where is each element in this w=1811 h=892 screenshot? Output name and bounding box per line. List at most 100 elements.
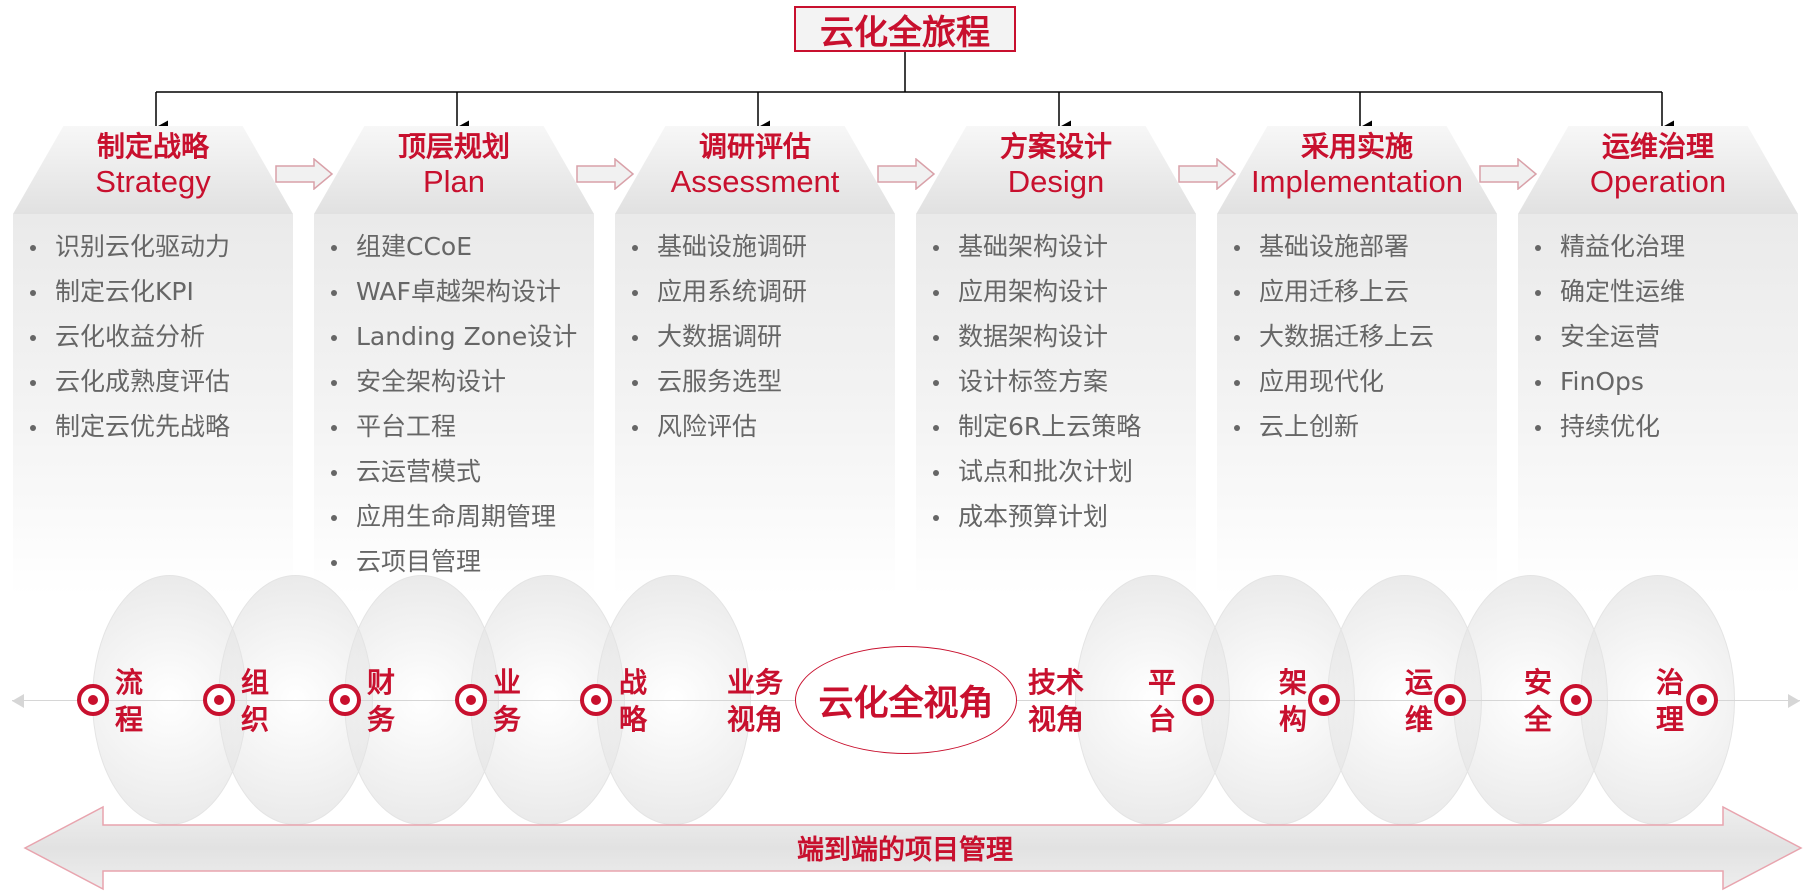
stage-title: 采用实施 bbox=[1300, 130, 1413, 163]
stage-header-bg bbox=[13, 126, 293, 214]
stage-item: FinOps bbox=[1518, 365, 1685, 410]
target-marker-icon bbox=[1560, 684, 1592, 716]
target-marker-icon bbox=[1308, 684, 1340, 716]
stage-body: 识别云化驱动力 制定云化KPI 云化收益分析 云化成熟度评估 制定云优先战略 bbox=[13, 214, 293, 596]
stage-item: 持续优化 bbox=[1518, 410, 1685, 455]
stage-header-bg bbox=[1217, 126, 1497, 214]
business-view-label: 战略 bbox=[618, 666, 647, 736]
stage-item: Landing Zone设计 bbox=[314, 320, 577, 365]
technical-view-label: 架构 bbox=[1278, 666, 1307, 736]
technical-perspective-label: 技术视角 bbox=[1027, 666, 1084, 736]
business-perspective-label: 业务视角 bbox=[726, 666, 783, 736]
stage-title: 调研评估 bbox=[698, 130, 811, 163]
stage-column-implementation: 采用实施 Implementation 基础设施部署 应用迁移上云 大数据迁移上… bbox=[1217, 126, 1497, 596]
flow-arrow-icon bbox=[1178, 158, 1237, 190]
stage-item: 基础设施调研 bbox=[615, 230, 807, 275]
stage-body: 基础架构设计 应用架构设计 数据架构设计 设计标签方案 制定6R上云策略 试点和… bbox=[916, 214, 1196, 596]
stage-subtitle: Strategy bbox=[95, 164, 211, 199]
stage-item: 识别云化驱动力 bbox=[13, 230, 230, 275]
stage-column-plan: 顶层规划 Plan 组建CCoE WAF卓越架构设计 Landing Zone设… bbox=[314, 126, 594, 596]
stage-item-list: 识别云化驱动力 制定云化KPI 云化收益分析 云化成熟度评估 制定云优先战略 bbox=[13, 230, 230, 455]
stage-body: 基础设施调研 应用系统调研 大数据调研 云服务选型 风险评估 bbox=[615, 214, 895, 596]
stage-item: 制定6R上云策略 bbox=[916, 410, 1141, 455]
stage-item: 制定云化KPI bbox=[13, 275, 230, 320]
stage-item: 大数据调研 bbox=[615, 320, 807, 365]
business-view-label: 流程 bbox=[114, 666, 143, 736]
stage-item-list: 组建CCoE WAF卓越架构设计 Landing Zone设计 安全架构设计 平… bbox=[314, 230, 577, 590]
stage-item: 应用现代化 bbox=[1217, 365, 1434, 410]
stage-title: 顶层规划 bbox=[397, 130, 510, 163]
stage-item: 确定性运维 bbox=[1518, 275, 1685, 320]
stage-item-list: 基础设施调研 应用系统调研 大数据调研 云服务选型 风险评估 bbox=[615, 230, 807, 455]
stage-item-list: 精益化治理 确定性运维 安全运营 FinOps 持续优化 bbox=[1518, 230, 1685, 455]
stage-body: 组建CCoE WAF卓越架构设计 Landing Zone设计 安全架构设计 平… bbox=[314, 214, 594, 596]
stage-item: 安全架构设计 bbox=[314, 365, 577, 410]
target-marker-icon bbox=[77, 684, 109, 716]
stage-item: 数据架构设计 bbox=[916, 320, 1141, 365]
stage-item: 设计标签方案 bbox=[916, 365, 1141, 410]
target-marker-icon bbox=[1434, 684, 1466, 716]
flow-arrow-icon bbox=[1479, 158, 1538, 190]
stage-item: 云运营模式 bbox=[314, 455, 577, 500]
target-marker-icon bbox=[580, 684, 612, 716]
stage-item: 基础设施部署 bbox=[1217, 230, 1434, 275]
stage-item: 安全运营 bbox=[1518, 320, 1685, 365]
stage-item: 组建CCoE bbox=[314, 230, 577, 275]
technical-view-label: 治理 bbox=[1655, 666, 1684, 736]
stage-column-assessment: 调研评估 Assessment 基础设施调研 应用系统调研 大数据调研 云服务选… bbox=[615, 126, 895, 596]
double-arrow-icon bbox=[23, 805, 1803, 891]
stage-column-design: 方案设计 Design 基础架构设计 应用架构设计 数据架构设计 设计标签方案 … bbox=[916, 126, 1196, 596]
stage-subtitle: Operation bbox=[1589, 164, 1727, 199]
stage-item: 大数据迁移上云 bbox=[1217, 320, 1434, 365]
business-view-label: 财务 bbox=[366, 666, 395, 736]
stage-column-strategy: 制定战略 Strategy 识别云化驱动力 制定云化KPI 云化收益分析 云化成… bbox=[13, 126, 293, 596]
stage-title: 方案设计 bbox=[999, 130, 1112, 163]
center-perspective: 云化全视角 bbox=[795, 646, 1017, 754]
target-marker-icon bbox=[329, 684, 361, 716]
stage-header-bg bbox=[1518, 126, 1798, 214]
stage-header-bg bbox=[314, 126, 594, 214]
technical-view-label: 平台 bbox=[1147, 666, 1176, 736]
stage-item: 成本预算计划 bbox=[916, 500, 1141, 545]
stage-subtitle: Plan bbox=[422, 164, 486, 199]
stage-item: WAF卓越架构设计 bbox=[314, 275, 577, 320]
stage-body: 基础设施部署 应用迁移上云 大数据迁移上云 应用现代化 云上创新 bbox=[1217, 214, 1497, 596]
stage-item: 基础架构设计 bbox=[916, 230, 1141, 275]
target-marker-icon bbox=[1182, 684, 1214, 716]
business-view-label: 业务 bbox=[492, 666, 521, 736]
stage-item: 应用生命周期管理 bbox=[314, 500, 577, 545]
target-marker-icon bbox=[203, 684, 235, 716]
business-view-label: 组织 bbox=[240, 666, 269, 736]
stage-item-list: 基础设施部署 应用迁移上云 大数据迁移上云 应用现代化 云上创新 bbox=[1217, 230, 1434, 455]
flow-arrow-icon bbox=[877, 158, 936, 190]
axis-arrowhead-right bbox=[1788, 694, 1800, 708]
stage-header-bg bbox=[916, 126, 1196, 214]
stage-subtitle: Implementation bbox=[1251, 164, 1463, 199]
stage-item: 制定云优先战略 bbox=[13, 410, 230, 455]
connector-tree bbox=[154, 52, 1674, 136]
stage-column-operation: 运维治理 Operation 精益化治理 确定性运维 安全运营 FinOps 持… bbox=[1518, 126, 1798, 596]
axis-arrowhead-left bbox=[12, 694, 24, 708]
stage-item: 风险评估 bbox=[615, 410, 807, 455]
stage-item: 精益化治理 bbox=[1518, 230, 1685, 275]
stage-item: 平台工程 bbox=[314, 410, 577, 455]
stage-item: 云服务选型 bbox=[615, 365, 807, 410]
root-title: 云化全旅程 bbox=[794, 6, 1016, 53]
stage-item: 应用系统调研 bbox=[615, 275, 807, 320]
target-marker-icon bbox=[1686, 684, 1718, 716]
stage-header-bg bbox=[615, 126, 895, 214]
stage-item-list: 基础架构设计 应用架构设计 数据架构设计 设计标签方案 制定6R上云策略 试点和… bbox=[916, 230, 1141, 545]
stage-item: 应用架构设计 bbox=[916, 275, 1141, 320]
technical-view-label: 运维 bbox=[1404, 666, 1433, 736]
flow-arrow-icon bbox=[576, 158, 635, 190]
stage-item: 云化成熟度评估 bbox=[13, 365, 230, 410]
stage-item: 应用迁移上云 bbox=[1217, 275, 1434, 320]
stage-subtitle: Assessment bbox=[670, 164, 840, 199]
project-management-label: 端到端的项目管理 bbox=[797, 835, 1013, 866]
stage-item: 试点和批次计划 bbox=[916, 455, 1141, 500]
technical-view-label: 安全 bbox=[1523, 666, 1552, 736]
stage-item: 云项目管理 bbox=[314, 545, 577, 590]
stage-subtitle: Design bbox=[1007, 164, 1105, 199]
stage-item: 云化收益分析 bbox=[13, 320, 230, 365]
stage-title: 制定战略 bbox=[96, 130, 209, 163]
